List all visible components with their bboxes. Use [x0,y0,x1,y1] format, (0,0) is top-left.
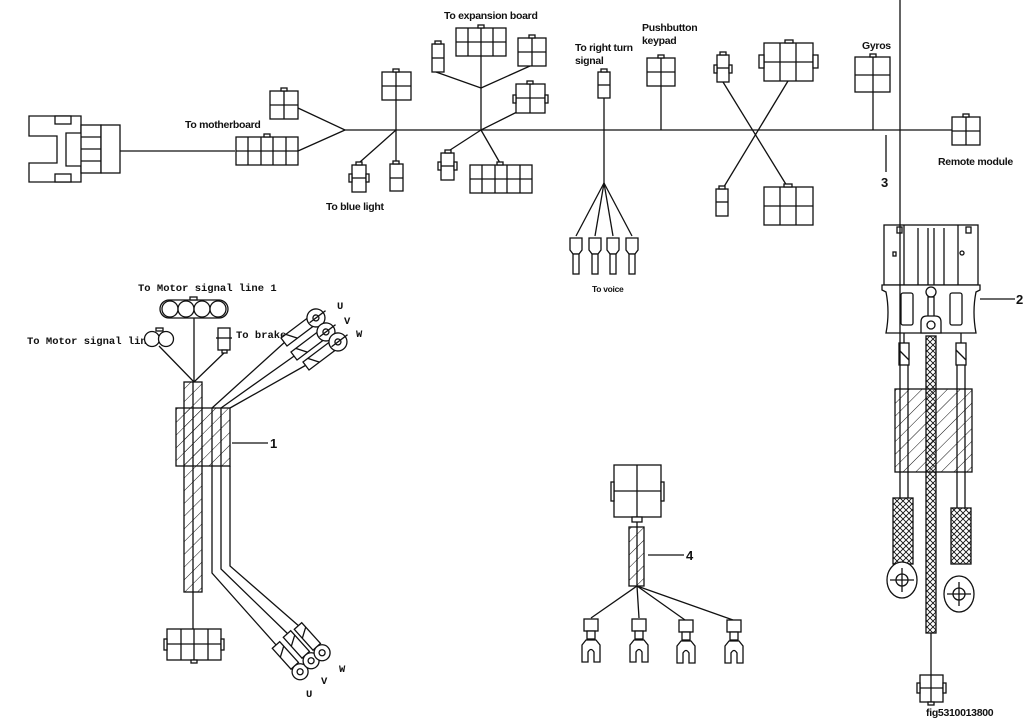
brake-connector [216,327,232,354]
callout-2: 2 [1016,292,1023,307]
voice-terminal-1 [569,237,583,275]
small-harness: 4 [581,464,744,664]
lower-ring-terminal-u [271,640,309,681]
left-ring-lug [886,561,918,599]
callout-1: 1 [270,436,277,451]
connector-upper-left-small [713,51,733,83]
upper-ring-terminal-u [280,308,326,347]
callout-4: 4 [686,548,694,563]
label-pushbutton-keypad-1: Pushbutton [642,22,697,34]
lower-ring-terminal-w [293,621,331,662]
label-phase-w-bottom: W [339,664,346,676]
right-crimp-sleeve [950,507,972,565]
label-motor-signal-line-1: To Motor signal line 1 [138,283,277,295]
label-pushbutton-keypad-2: keypad [642,35,676,47]
left-crimp-sleeve [892,497,914,565]
label-to-voice: To voice [592,284,624,294]
label-to-brake: To brake [236,330,286,342]
label-phase-u-top: U [337,301,343,313]
expansion-board-connector-c [512,80,549,114]
label-phase-v-bottom: V [321,676,328,688]
connector-lower-left-small [715,185,729,217]
voice-terminal-4 [625,237,639,275]
fork-terminal-4 [724,619,744,664]
fork-terminal-2 [629,618,649,663]
right-boot [955,342,967,366]
label-phase-u-bottom: U [306,689,312,701]
label-to-right-turn-signal-2: signal [575,55,604,67]
label-phase-v-top: V [344,316,351,328]
gyros-connector [854,53,891,93]
connector-upper-right-large [758,39,819,82]
braided-signal-cable [925,335,937,634]
main-sleeve [175,407,231,467]
expansion-board-connector-a [431,40,445,73]
expansion-board-connector-e [469,161,533,194]
power-connector-housing [881,224,981,334]
upper-ring-terminal-w [302,332,348,371]
voice-terminal-3 [606,237,620,275]
fork-terminal-3 [676,619,696,664]
label-to-blue-light: To blue light [326,201,385,213]
expansion-board-connector-d [437,149,458,181]
main-controller-connector [28,115,121,183]
motor-signal-2-connector [143,327,175,348]
small-harness-connector [610,464,665,523]
motor-signal-1-connector [159,296,229,319]
fork-terminal-1 [581,618,601,663]
motor-harness: To Motor signal line 1 To Motor signal l… [27,283,363,701]
power-harness-bottom-connector [916,674,947,706]
blue-light-connector-b [389,160,404,192]
blue-light-connector-top [381,68,412,101]
callout-3: 3 [881,175,888,190]
label-phase-w-top: W [356,329,363,341]
label-to-right-turn-signal-1: To right turn [575,42,633,54]
label-motor-signal-line-2: To Motor signal line 2 [27,336,166,348]
remote-module-connector [951,113,981,146]
voice-terminal-2 [588,237,602,275]
main-harness: To motherboard To blue light [28,10,1014,294]
expansion-board-connector-b [517,34,547,67]
motherboard-connector-large [235,133,299,166]
pushbutton-keypad-connector [646,54,676,87]
label-to-expansion-board: To expansion board [444,10,538,22]
expansion-board-connector-main [455,24,507,57]
motherboard-connector-small [269,87,299,120]
blue-light-connector-a [348,161,370,193]
right-turn-signal-connector [597,68,611,99]
connector-lower-right-large [763,183,814,226]
label-to-motherboard: To motherboard [185,119,261,131]
voice-terminals [569,182,639,275]
power-harness: 2 [881,0,1023,719]
upper-ring-terminal-v [290,322,336,361]
figure-id: fig5310013800 [926,707,994,719]
motor-bottom-connector [163,628,225,664]
label-remote-module: Remote module [938,156,1013,168]
right-ring-lug [943,575,975,613]
label-gyros: Gyros [862,40,891,52]
